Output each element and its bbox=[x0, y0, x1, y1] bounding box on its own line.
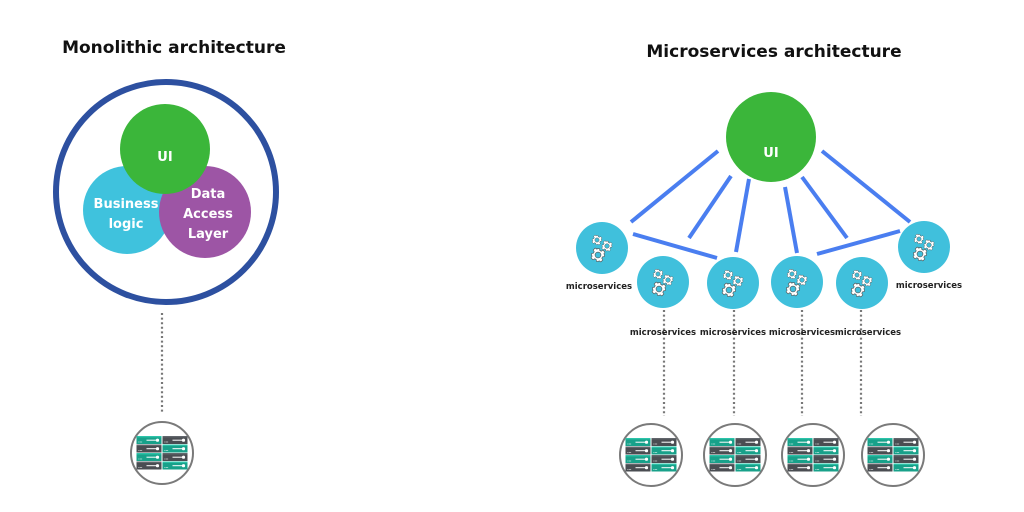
business-label-line2: logic bbox=[109, 217, 144, 232]
microservice-label: microservices bbox=[700, 328, 766, 338]
microservices-title: Microservices architecture bbox=[646, 42, 901, 62]
microservices-section: Microservices architecture UI microservi… bbox=[566, 42, 962, 486]
business-label-line1: Business bbox=[94, 197, 159, 212]
server-rack-icon bbox=[704, 424, 766, 486]
microservice-label: microservices bbox=[896, 281, 962, 291]
connector-line bbox=[632, 232, 718, 260]
microservice-node: microservices bbox=[896, 221, 962, 291]
ui-label: UI bbox=[157, 150, 172, 165]
dal-label-line3: Layer bbox=[188, 227, 229, 242]
monolithic-section: Monolithic architecture UI Business logi… bbox=[53, 38, 286, 484]
microservice-label: microservices bbox=[769, 328, 835, 338]
monolithic-title: Monolithic architecture bbox=[62, 38, 286, 58]
connector-line bbox=[687, 174, 733, 240]
connector-line bbox=[629, 149, 720, 224]
connector-line bbox=[820, 149, 912, 224]
microservice-node: microservices bbox=[700, 257, 766, 338]
dal-label-line1: Data bbox=[191, 187, 226, 202]
server-rack-icon bbox=[131, 422, 193, 484]
server-rack-icon bbox=[862, 424, 924, 486]
microservice-node: microservices bbox=[630, 256, 696, 338]
db-connectors bbox=[662, 310, 863, 416]
ui-circle bbox=[120, 104, 210, 194]
dal-label-line2: Access bbox=[183, 207, 233, 222]
connector-line bbox=[800, 175, 849, 240]
microservice-node: microservices bbox=[835, 257, 901, 338]
server-rack-icon bbox=[620, 424, 682, 486]
ui-label: UI bbox=[763, 146, 778, 161]
ui-circle bbox=[726, 92, 816, 182]
microservice-label: microservices bbox=[630, 328, 696, 338]
connector-line bbox=[783, 186, 799, 254]
connector-line bbox=[816, 229, 901, 256]
microservice-label: microservices bbox=[566, 282, 632, 292]
server-rack-icon bbox=[782, 424, 844, 486]
connectors bbox=[629, 149, 912, 260]
microservice-label: microservices bbox=[835, 328, 901, 338]
microservice-node: microservices bbox=[769, 256, 835, 338]
microservice-node: microservices bbox=[566, 222, 632, 292]
connector-line bbox=[734, 178, 751, 253]
